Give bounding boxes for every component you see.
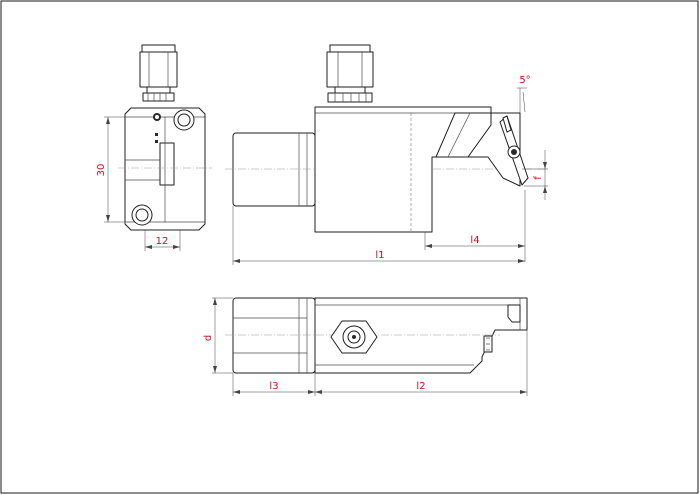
dim-l2: l2	[416, 381, 425, 392]
dim-d: d	[203, 335, 214, 341]
front-view: 5° f l4 l1	[225, 44, 548, 265]
top-body	[314, 297, 528, 374]
side-insert-pocket	[159, 142, 175, 186]
top-shank	[232, 297, 316, 374]
dim-l4: l4	[470, 235, 479, 246]
front-shank	[232, 132, 316, 207]
side-fitting-hex	[139, 51, 178, 88]
side-fitting-neck	[146, 86, 171, 94]
dim-width-12: 12	[156, 236, 169, 247]
dim-l3: l3	[269, 381, 278, 392]
dim-f: f	[533, 176, 544, 180]
side-fitting-top	[141, 44, 176, 53]
top-insert-slot	[507, 304, 521, 323]
dim-height-30: 30	[96, 164, 107, 177]
front-fitting-base	[327, 92, 373, 103]
side-view: 30 12	[96, 44, 212, 251]
front-clamp	[435, 112, 492, 158]
side-fitting-base	[142, 92, 175, 102]
dim-l1: l1	[375, 250, 384, 261]
dim-angle-5: 5°	[519, 75, 530, 86]
front-fitting-top	[329, 44, 371, 53]
front-fitting-neck	[334, 86, 366, 94]
front-fitting-hex	[326, 51, 374, 88]
top-view: d l3 l2	[203, 297, 528, 396]
